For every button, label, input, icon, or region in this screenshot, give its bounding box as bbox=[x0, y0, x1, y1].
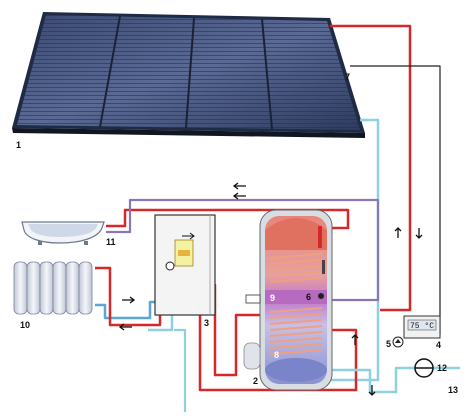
label-pump-station: 5 bbox=[386, 339, 391, 349]
storage-tank-icon bbox=[243, 209, 333, 391]
label-sensor-middle: 6 bbox=[306, 292, 311, 302]
label-lower-zone: 8 bbox=[274, 350, 279, 360]
label-solar-panel: 1 bbox=[16, 140, 21, 150]
cold-inlet-pipe bbox=[330, 366, 460, 394]
middle-zone bbox=[265, 290, 327, 304]
bath-hot-pipe bbox=[106, 208, 350, 230]
bathtub-icon bbox=[21, 221, 105, 245]
controller-display: 75 °C bbox=[410, 322, 434, 331]
boiler-icon bbox=[154, 214, 216, 316]
upper-coil bbox=[269, 253, 323, 283]
label-middle-zone: 9 bbox=[270, 293, 275, 303]
pump-icon bbox=[392, 336, 404, 348]
tank-return-pipe bbox=[198, 300, 358, 392]
controller-icon: 75 °C bbox=[403, 315, 441, 339]
label-boiler: 3 bbox=[204, 318, 209, 328]
label-storage-tank: 2 bbox=[253, 376, 258, 386]
label-sensor-collector: 7 bbox=[345, 72, 350, 82]
label-radiator: 10 bbox=[20, 320, 30, 330]
boiler-pump-icon bbox=[165, 261, 175, 271]
label-cold-water-inlet: 13 bbox=[448, 385, 458, 395]
solar-panel-icon bbox=[12, 12, 365, 138]
collector-return-pipe bbox=[330, 118, 380, 382]
flow-arrows bbox=[118, 182, 423, 396]
label-controller: 4 bbox=[436, 340, 441, 350]
cold-feed-pipe bbox=[174, 328, 187, 412]
meter-icon bbox=[414, 358, 434, 378]
label-bathtub: 11 bbox=[106, 237, 116, 247]
sensor-probe bbox=[318, 293, 324, 299]
bath-circulation-pipe bbox=[106, 198, 380, 302]
label-meter: 12 bbox=[437, 363, 447, 373]
collector-hot-pipe bbox=[330, 24, 412, 312]
radiator-icon bbox=[13, 261, 93, 315]
lower-coil bbox=[269, 307, 323, 355]
